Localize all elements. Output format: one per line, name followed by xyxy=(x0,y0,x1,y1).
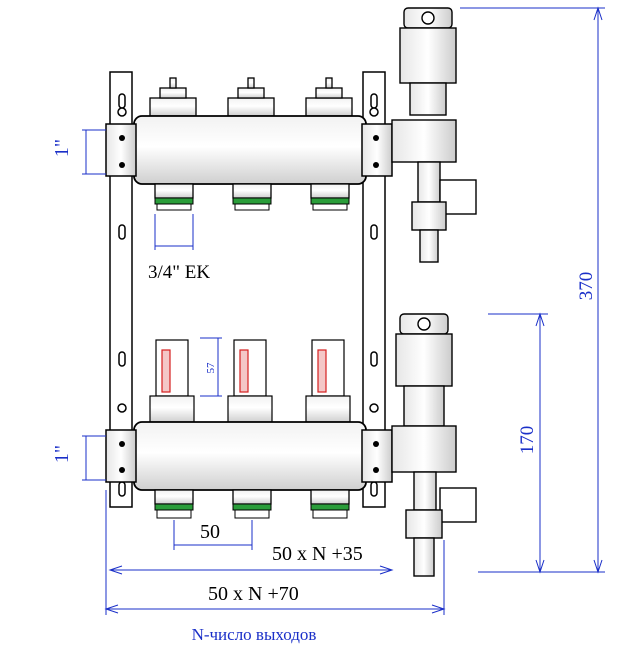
length-inner-label: 50 x N +35 xyxy=(272,543,363,565)
seals-top xyxy=(154,197,350,205)
pipe-size-top-label: 1" xyxy=(51,139,73,157)
outlets-bottom xyxy=(154,489,350,505)
outlet-thread-label: 3/4" EK xyxy=(148,262,210,283)
pipe-size-bottom-label: 1" xyxy=(51,445,73,463)
right-bracket xyxy=(362,71,386,508)
dimension-370-label: 370 xyxy=(576,272,597,301)
flow-meters xyxy=(149,339,351,423)
dimension-170-label: 170 xyxy=(517,426,538,455)
top-manifold xyxy=(105,77,393,211)
outlets-top xyxy=(154,183,350,199)
dimension-lines xyxy=(82,6,605,615)
seals-bottom xyxy=(154,503,350,511)
top-air-vent-and-drain xyxy=(391,7,477,263)
bottom-manifold xyxy=(105,339,393,519)
spacing-label: 50 xyxy=(200,521,220,543)
flowmeter-height-label: 57 xyxy=(205,362,217,374)
length-outer-label: 50 x N +70 xyxy=(208,583,299,605)
valve-heads-top xyxy=(149,77,353,117)
bottom-air-vent-and-drain xyxy=(391,313,477,577)
outlet-count-caption: N-число выходов xyxy=(192,625,317,644)
left-bracket xyxy=(109,71,133,508)
